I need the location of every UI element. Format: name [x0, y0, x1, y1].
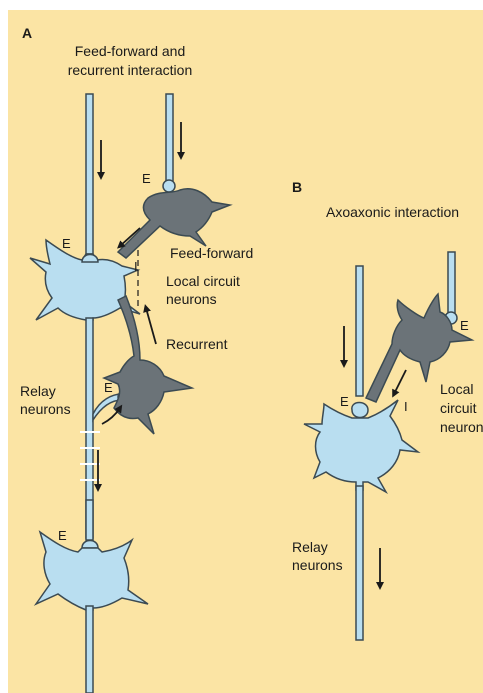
- synapse-bouton-b: [352, 403, 368, 418]
- label-local-b-line2: circuit: [440, 400, 477, 416]
- panel-a-title-line2: recurrent interaction: [68, 62, 193, 78]
- label-local-circuit-line2: neurons: [166, 291, 217, 307]
- label-local-circuit-line1: Local circuit: [166, 273, 240, 289]
- label-local-b-line3: neurons: [440, 419, 483, 435]
- panel-a-title-line1: Feed-forward and: [75, 43, 186, 59]
- afferent-axon-left: [86, 94, 93, 254]
- synapse-bouton-main: [82, 255, 98, 263]
- label-e-top-b: E: [460, 318, 469, 333]
- label-recurrent: Recurrent: [166, 336, 228, 352]
- label-e-bottom-a: E: [58, 528, 67, 543]
- label-relay-line2-b: neurons: [292, 557, 343, 573]
- panel-b-letter: B: [292, 179, 302, 195]
- label-relay-line1-b: Relay: [292, 539, 328, 555]
- interneuron-input-axon-b: [448, 252, 455, 314]
- label-e-left-b: E: [340, 394, 349, 409]
- afferent-axon-b: [356, 266, 363, 396]
- label-relay-line2-a: neurons: [20, 401, 71, 417]
- relay-axon-bottom: [86, 606, 93, 693]
- panel-a-letter: A: [22, 25, 32, 41]
- synapse-bouton-bottom: [82, 541, 98, 549]
- label-e-main-a: E: [62, 236, 71, 251]
- label-relay-line1-a: Relay: [20, 383, 56, 399]
- label-e-inter-a: E: [104, 380, 113, 395]
- panel-b-title: Axoaxonic interaction: [326, 204, 459, 220]
- afferent-axon-right: [166, 94, 173, 184]
- synapse-bouton-top: [163, 180, 175, 192]
- label-local-b-line1: Local: [440, 381, 473, 397]
- label-i-b: I: [404, 399, 408, 414]
- label-feedforward: Feed-forward: [170, 245, 253, 261]
- relay-axon-b: [356, 486, 363, 640]
- label-i-a: I: [134, 259, 138, 274]
- relay-axon-a-lower: [86, 500, 93, 540]
- label-e-top-a: E: [142, 171, 151, 186]
